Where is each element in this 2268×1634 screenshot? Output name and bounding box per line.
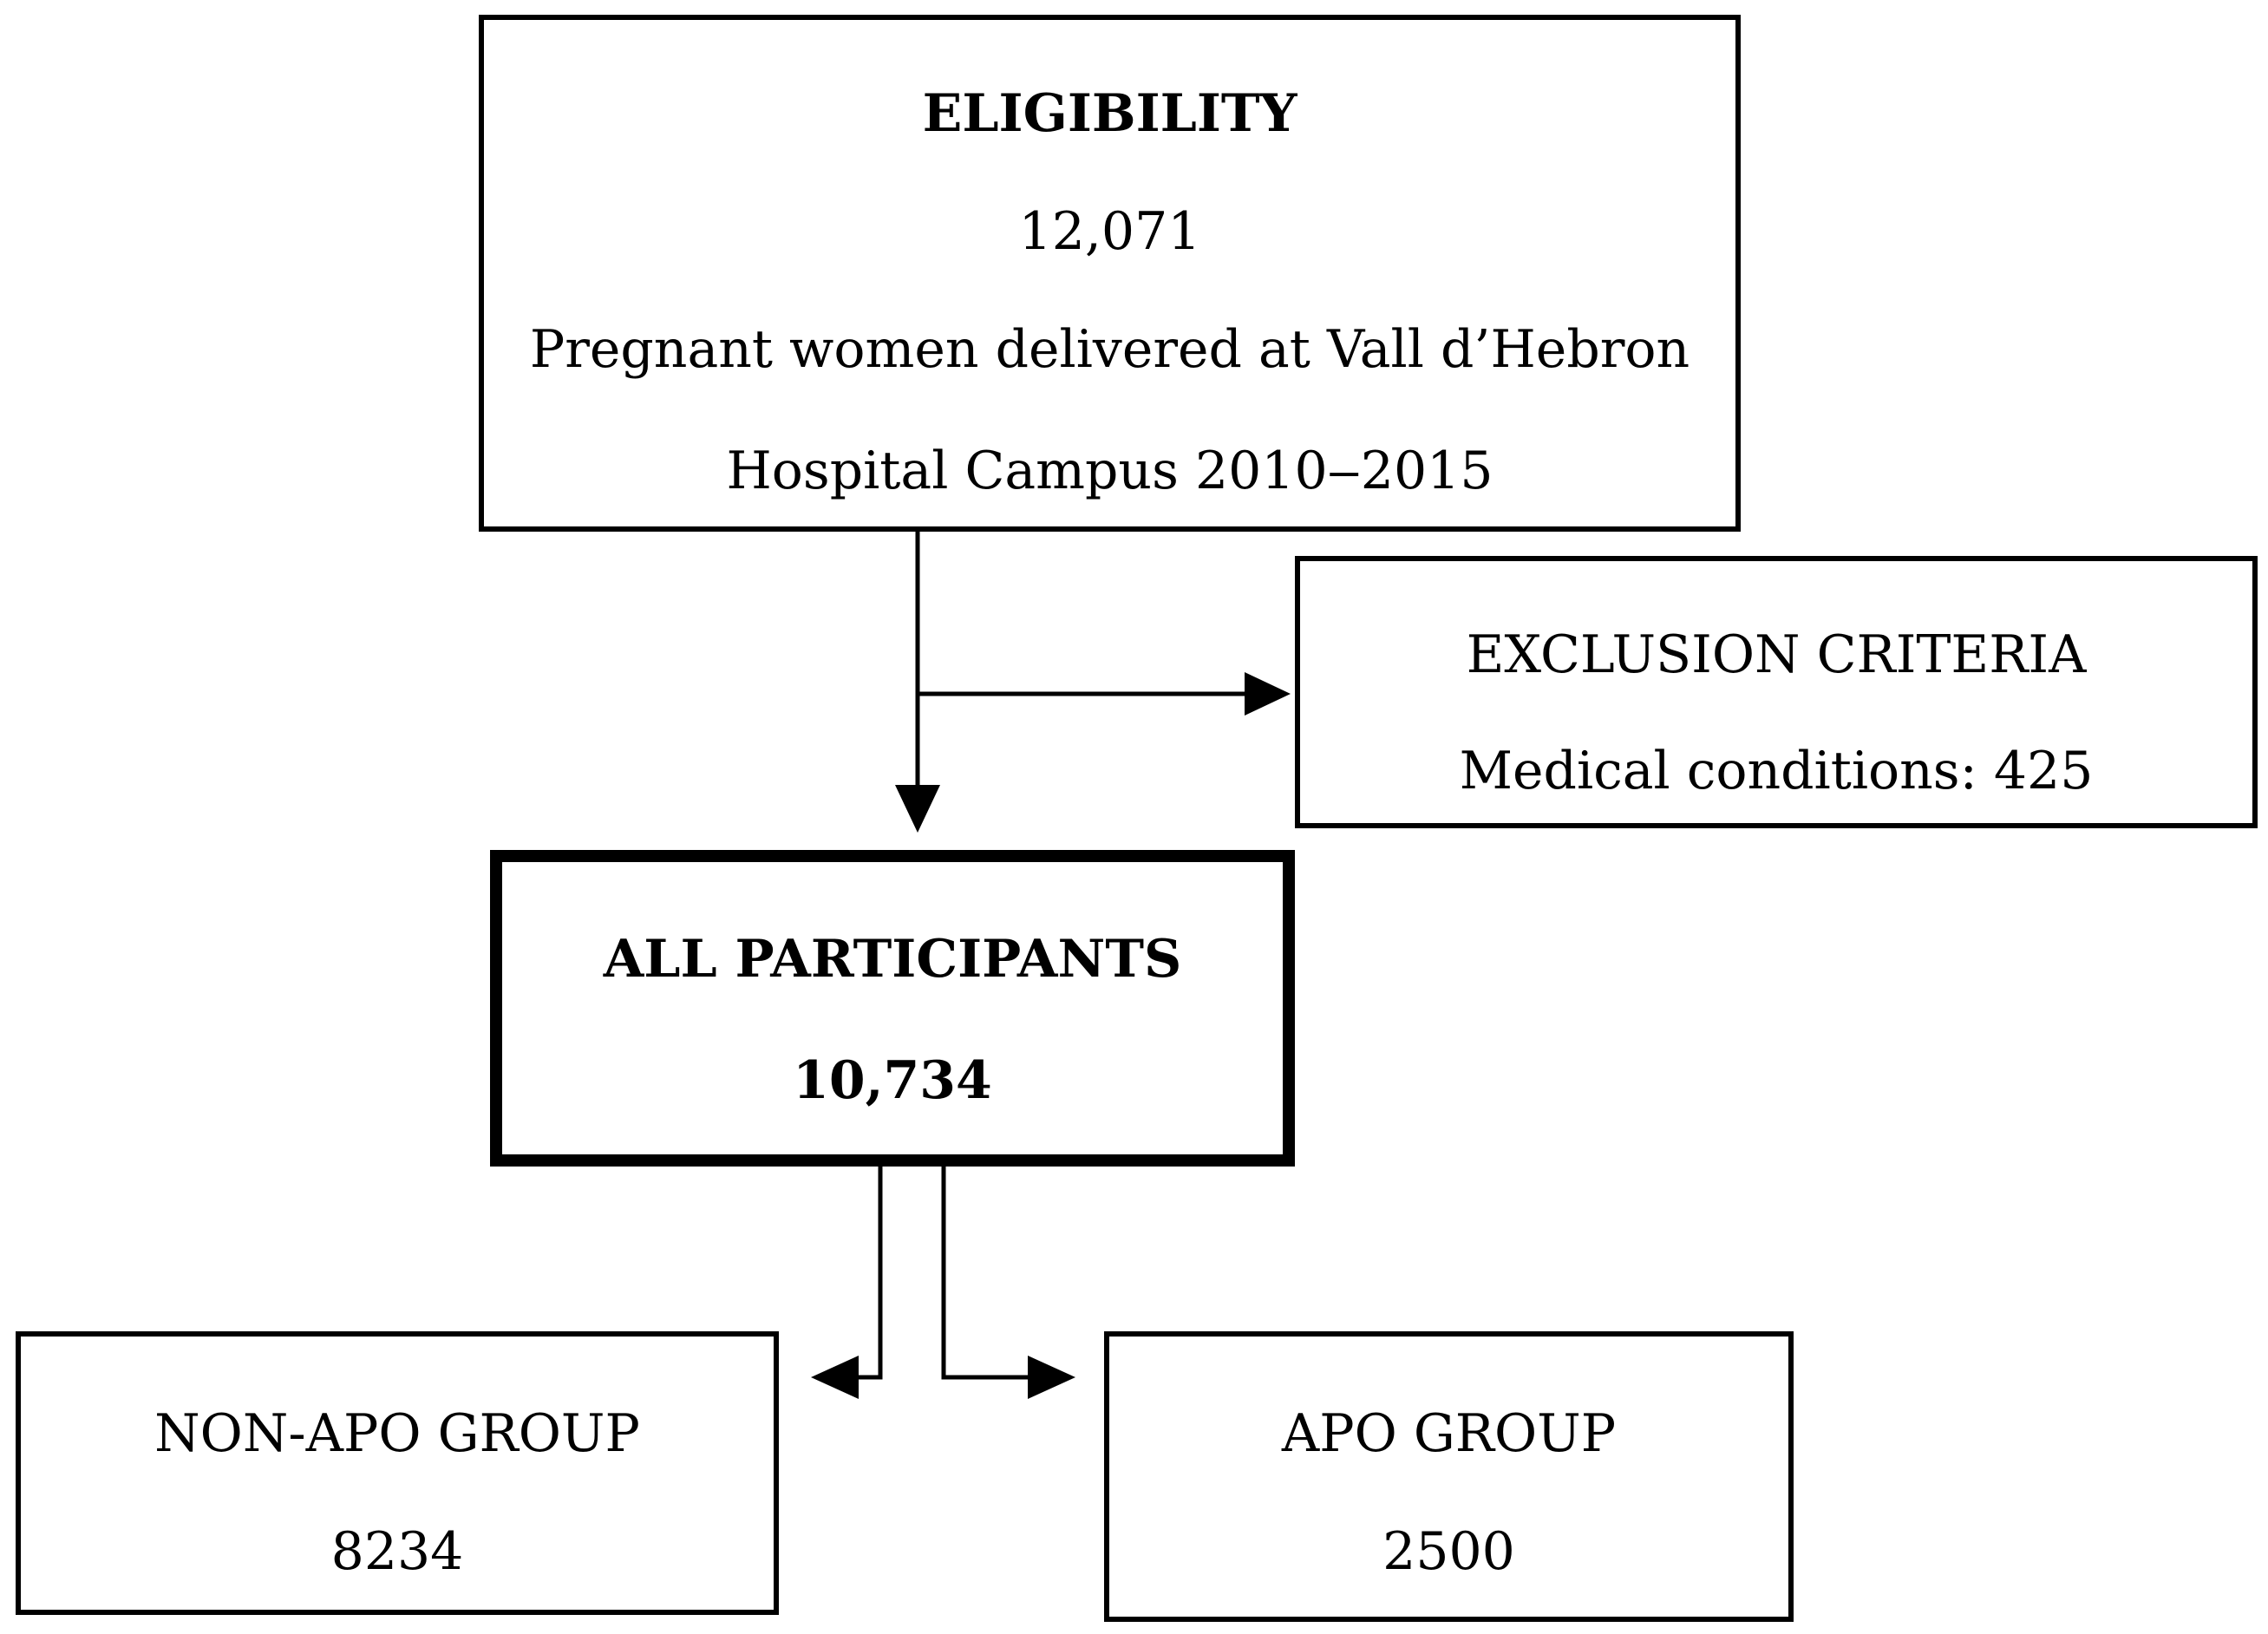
eligibility-count: 12,071 [1018, 201, 1201, 262]
arrowhead-to-participants [895, 785, 940, 833]
non-apo-group-box: NON-APO GROUP 8234 [16, 1331, 779, 1615]
exclusion-box: EXCLUSION CRITERIA Medical conditions: 4… [1295, 556, 2258, 828]
all-participants-title: ALL PARTICIPANTS [603, 929, 1182, 990]
arrowhead-to-exclusion [1245, 672, 1291, 716]
eligibility-title: ELIGIBILITY [922, 83, 1297, 144]
eligibility-box: ELIGIBILITY 12,071 Pregnant women delive… [479, 15, 1741, 532]
participants-to-apo-line [941, 1162, 1028, 1380]
arrowhead-to-apo [1028, 1356, 1075, 1399]
non-apo-group-title: NON-APO GROUP [154, 1403, 640, 1464]
non-apo-group-count: 8234 [330, 1521, 464, 1582]
apo-group-box: APO GROUP 2500 [1104, 1331, 1794, 1622]
apo-group-count: 2500 [1382, 1521, 1515, 1582]
exclusion-detail: Medical conditions: 425 [1459, 741, 2094, 801]
apo-group-title: APO GROUP [1281, 1403, 1617, 1464]
participants-to-non-apo-line [859, 1162, 883, 1380]
eligibility-description-line1: Pregnant women delivered at Vall d’Hebro… [529, 319, 1690, 380]
all-participants-count: 10,734 [793, 1050, 992, 1111]
eligibility-description-line2: Hospital Campus 2010‒2015 [726, 441, 1493, 501]
arrowhead-to-non-apo [811, 1356, 859, 1399]
exclusion-title: EXCLUSION CRITERIA [1466, 624, 2087, 685]
all-participants-box: ALL PARTICIPANTS 10,734 [490, 850, 1295, 1167]
